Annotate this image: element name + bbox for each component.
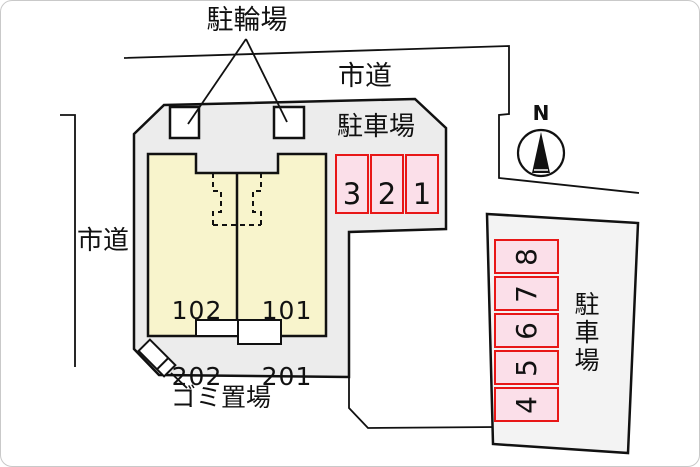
approach-dashed-right [252,173,262,225]
bicycle-rack-left [168,105,201,140]
unit-left-line2: 202 [171,362,223,391]
parking-space-7-number: 7 [509,284,543,303]
parking-space-5: 5 [494,350,559,385]
unit-left-line1: 102 [171,296,223,325]
garbage-area-label: ゴミ置場 [170,383,271,412]
garbage-marker [137,338,177,378]
parking-space-1: 1 [405,154,439,214]
entrance-right [237,319,282,345]
bicycle-rack-right [272,105,306,140]
unit-right-line2: 201 [261,362,313,391]
bicycle-parking-label: 駐輪場 [206,5,288,36]
parking-label-right: 駐車場 [571,291,600,375]
unit-label-right: 101 201 [251,256,323,432]
road-label-top: 市道 [338,61,392,92]
parking-space-5-number: 5 [509,358,543,377]
parking-label-top: 駐車場 [336,112,415,142]
road-boundary-top [123,45,640,194]
compass-n-label: N [532,101,550,125]
bicycle-leader-right [245,38,288,123]
north-compass-icon [516,128,566,178]
approach-dashed-left [212,173,222,225]
boundary-lower-right [348,378,499,429]
parking-column-right: 8 7 6 5 4 [494,239,559,422]
parking-space-2: 2 [370,154,404,214]
parking-space-6: 6 [494,313,559,348]
unit-right-line1: 101 [261,296,313,325]
parking-row-top: 3 2 1 [335,154,439,214]
bicycle-leader-left [187,38,247,125]
parking-space-3: 3 [335,154,369,214]
unit-label-left: 102 202 [161,256,233,432]
garbage-leader [170,372,188,389]
parking-space-6-number: 6 [509,321,543,340]
parking-space-4: 4 [494,387,559,422]
parking-space-7: 7 [494,276,559,311]
road-boundary-left [60,114,76,367]
parking-space-4-number: 4 [509,395,543,414]
parking-space-8: 8 [494,239,559,274]
road-label-left: 市道 [76,226,129,256]
parking-space-8-number: 8 [509,247,543,266]
